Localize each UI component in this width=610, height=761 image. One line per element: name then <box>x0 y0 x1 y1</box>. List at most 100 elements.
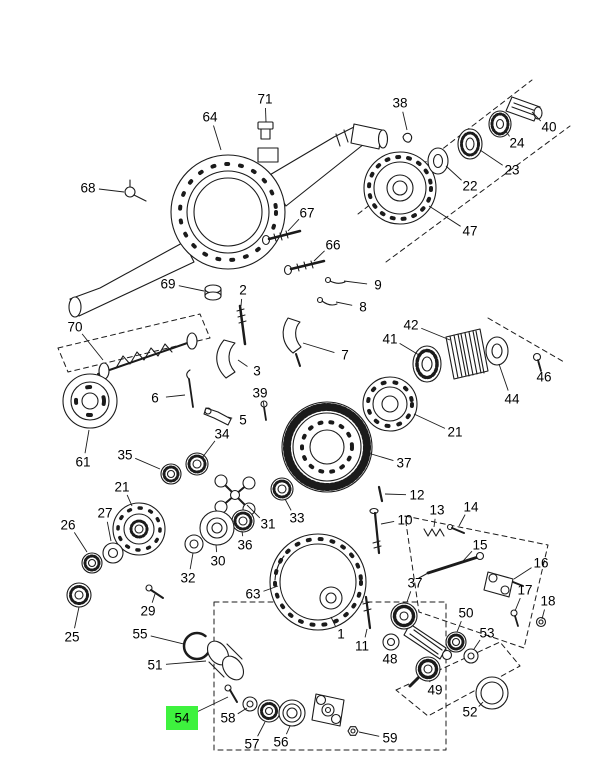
callout-17[interactable]: 17 <box>514 583 533 612</box>
callout-49[interactable]: 49 <box>427 680 443 698</box>
leader-line <box>343 280 368 285</box>
callout-24[interactable]: 24 <box>504 129 525 151</box>
leader-line <box>241 530 244 537</box>
leader-line <box>456 620 462 633</box>
callout-58[interactable]: 58 <box>220 707 248 726</box>
callout-38[interactable]: 38 <box>392 96 408 131</box>
callout-39[interactable]: 39 <box>252 386 268 407</box>
callout-number: 24 <box>509 136 525 151</box>
case-half-30 <box>199 510 235 546</box>
callout-number: 23 <box>504 163 519 178</box>
callout-number: 63 <box>245 587 260 602</box>
callout-18[interactable]: 18 <box>540 594 556 620</box>
callout-11[interactable]: 11 <box>355 628 369 654</box>
callout-27[interactable]: 27 <box>97 506 113 542</box>
callout-68[interactable]: 68 <box>80 181 125 196</box>
callout-57[interactable]: 57 <box>244 721 266 752</box>
callout-53[interactable]: 53 <box>473 626 495 650</box>
lever-5 <box>203 407 232 426</box>
leader-line <box>541 609 545 620</box>
callout-6[interactable]: 6 <box>151 391 186 406</box>
callout-2[interactable]: 2 <box>239 283 247 307</box>
callout-15[interactable]: 15 <box>462 538 488 562</box>
callout-37[interactable]: 37 <box>406 576 423 603</box>
callout-number: 33 <box>289 511 304 526</box>
callout-number: 13 <box>429 503 444 518</box>
callout-number: 39 <box>252 386 267 401</box>
callout-66[interactable]: 66 <box>313 238 341 262</box>
callout-47[interactable]: 47 <box>428 205 478 239</box>
washer-58 <box>242 696 258 712</box>
callout-25[interactable]: 25 <box>64 606 80 645</box>
callout-61[interactable]: 61 <box>75 429 91 470</box>
callout-29[interactable]: 29 <box>140 593 156 619</box>
callout-37[interactable]: 37 <box>367 452 412 471</box>
callout-number: 1 <box>337 627 345 642</box>
leader-line <box>287 218 300 232</box>
callout-5[interactable]: 5 <box>227 413 247 428</box>
callout-36[interactable]: 36 <box>237 530 253 553</box>
callout-34[interactable]: 34 <box>201 427 230 459</box>
callout-3[interactable]: 3 <box>237 359 261 379</box>
callout-63[interactable]: 63 <box>245 585 279 602</box>
callout-50[interactable]: 50 <box>456 606 474 633</box>
callout-number: 38 <box>392 96 407 111</box>
callout-9[interactable]: 9 <box>343 278 382 293</box>
callout-32[interactable]: 32 <box>180 552 196 586</box>
clip-8 <box>316 296 338 306</box>
callout-number: 53 <box>479 626 494 641</box>
callout-51[interactable]: 51 <box>147 658 207 673</box>
callout-41[interactable]: 41 <box>382 332 420 356</box>
callout-67[interactable]: 67 <box>287 206 315 232</box>
callout-42[interactable]: 42 <box>403 318 451 341</box>
leader-line <box>367 452 394 462</box>
gear-35 <box>160 463 182 485</box>
leader-line <box>302 342 335 353</box>
callout-13[interactable]: 13 <box>429 503 445 528</box>
callout-number: 54 <box>174 711 190 726</box>
callout-26[interactable]: 26 <box>60 518 88 553</box>
callout-number: 46 <box>536 370 551 385</box>
callout-56[interactable]: 56 <box>273 725 291 750</box>
callout-33[interactable]: 33 <box>284 498 305 526</box>
callout-48[interactable]: 48 <box>382 649 398 667</box>
callout-69[interactable]: 69 <box>160 277 205 292</box>
callout-number: 21 <box>447 425 462 440</box>
callout-22[interactable]: 22 <box>445 165 478 194</box>
leader-line <box>513 567 532 580</box>
callout-59[interactable]: 59 <box>358 731 398 746</box>
callout-number: 34 <box>214 427 230 442</box>
callout-1[interactable]: 1 <box>330 616 345 642</box>
callout-10[interactable]: 10 <box>380 513 413 528</box>
callout-16[interactable]: 16 <box>513 556 549 580</box>
callout-21[interactable]: 21 <box>413 413 463 440</box>
callout-40[interactable]: 40 <box>531 111 557 135</box>
flange-yoke <box>311 693 345 727</box>
callout-44[interactable]: 44 <box>498 363 520 407</box>
callout-number: 71 <box>257 92 272 107</box>
bolt-17 <box>510 609 519 627</box>
callout-52[interactable]: 52 <box>462 701 484 720</box>
callout-23[interactable]: 23 <box>479 149 520 178</box>
callout-64[interactable]: 64 <box>202 110 222 151</box>
callout-30[interactable]: 30 <box>210 544 226 569</box>
bolt-46 <box>532 352 542 372</box>
callout-54[interactable]: 54 <box>166 696 229 730</box>
callout-12[interactable]: 12 <box>384 488 425 503</box>
callout-8[interactable]: 8 <box>335 300 367 315</box>
callout-70[interactable]: 70 <box>67 320 104 361</box>
leader-line <box>189 552 194 570</box>
callout-7[interactable]: 7 <box>302 342 349 363</box>
callout-21[interactable]: 21 <box>114 480 133 507</box>
leader-line <box>406 591 412 603</box>
callout-46[interactable]: 46 <box>536 361 552 385</box>
callout-31[interactable]: 31 <box>246 504 276 532</box>
callout-71[interactable]: 71 <box>257 92 273 123</box>
callout-35[interactable]: 35 <box>117 448 161 470</box>
callout-55[interactable]: 55 <box>132 627 185 645</box>
callout-14[interactable]: 14 <box>458 500 479 527</box>
spring-13 <box>423 528 445 537</box>
spider-cross-31 <box>214 474 256 516</box>
